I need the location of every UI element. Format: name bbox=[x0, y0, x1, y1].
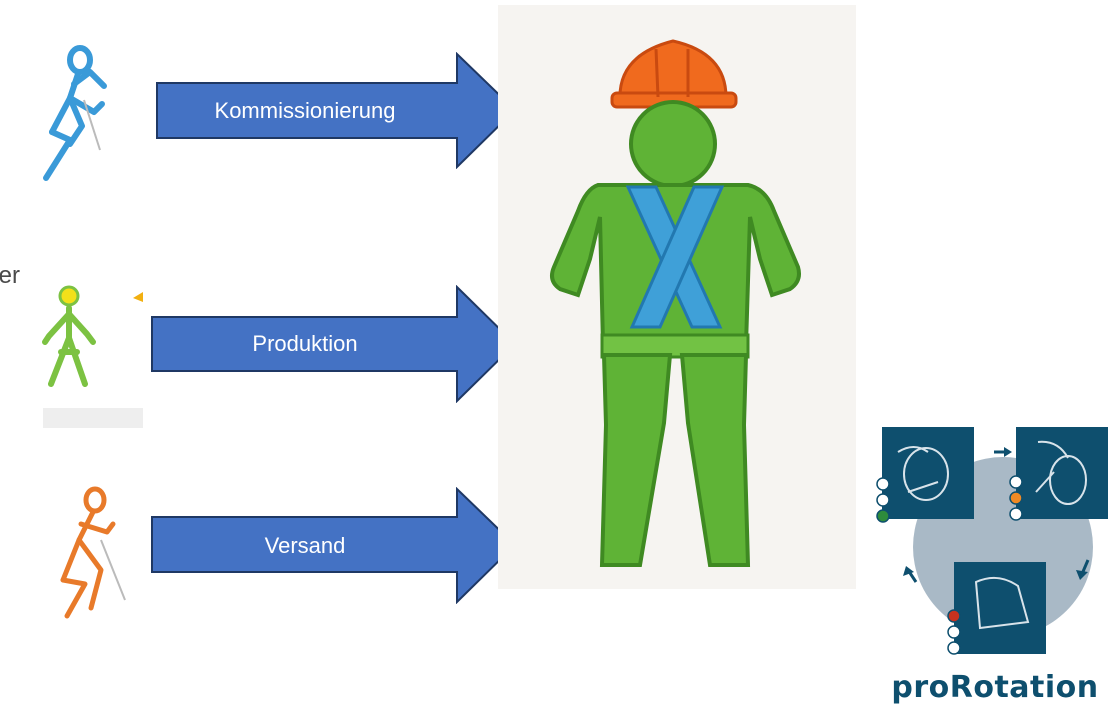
arrow-versand: Versand bbox=[150, 487, 518, 604]
blue-walking-figure-icon bbox=[43, 45, 107, 181]
cut-off-text: er bbox=[0, 262, 20, 289]
arrow-produktion: Produktion bbox=[150, 285, 518, 403]
construction-worker-illustration bbox=[498, 5, 856, 589]
arrow-kommissionierung: Kommissionierung bbox=[155, 52, 518, 169]
prorotation-logo bbox=[876, 427, 1108, 655]
green-standing-figure-icon bbox=[42, 285, 143, 428]
right-arrow-icon bbox=[151, 487, 517, 604]
right-arrow-icon bbox=[151, 285, 517, 403]
prorotation-brand-name: proRotation bbox=[891, 670, 1099, 705]
right-arrow-icon bbox=[156, 52, 517, 169]
orange-walking-figure-icon bbox=[60, 486, 126, 619]
